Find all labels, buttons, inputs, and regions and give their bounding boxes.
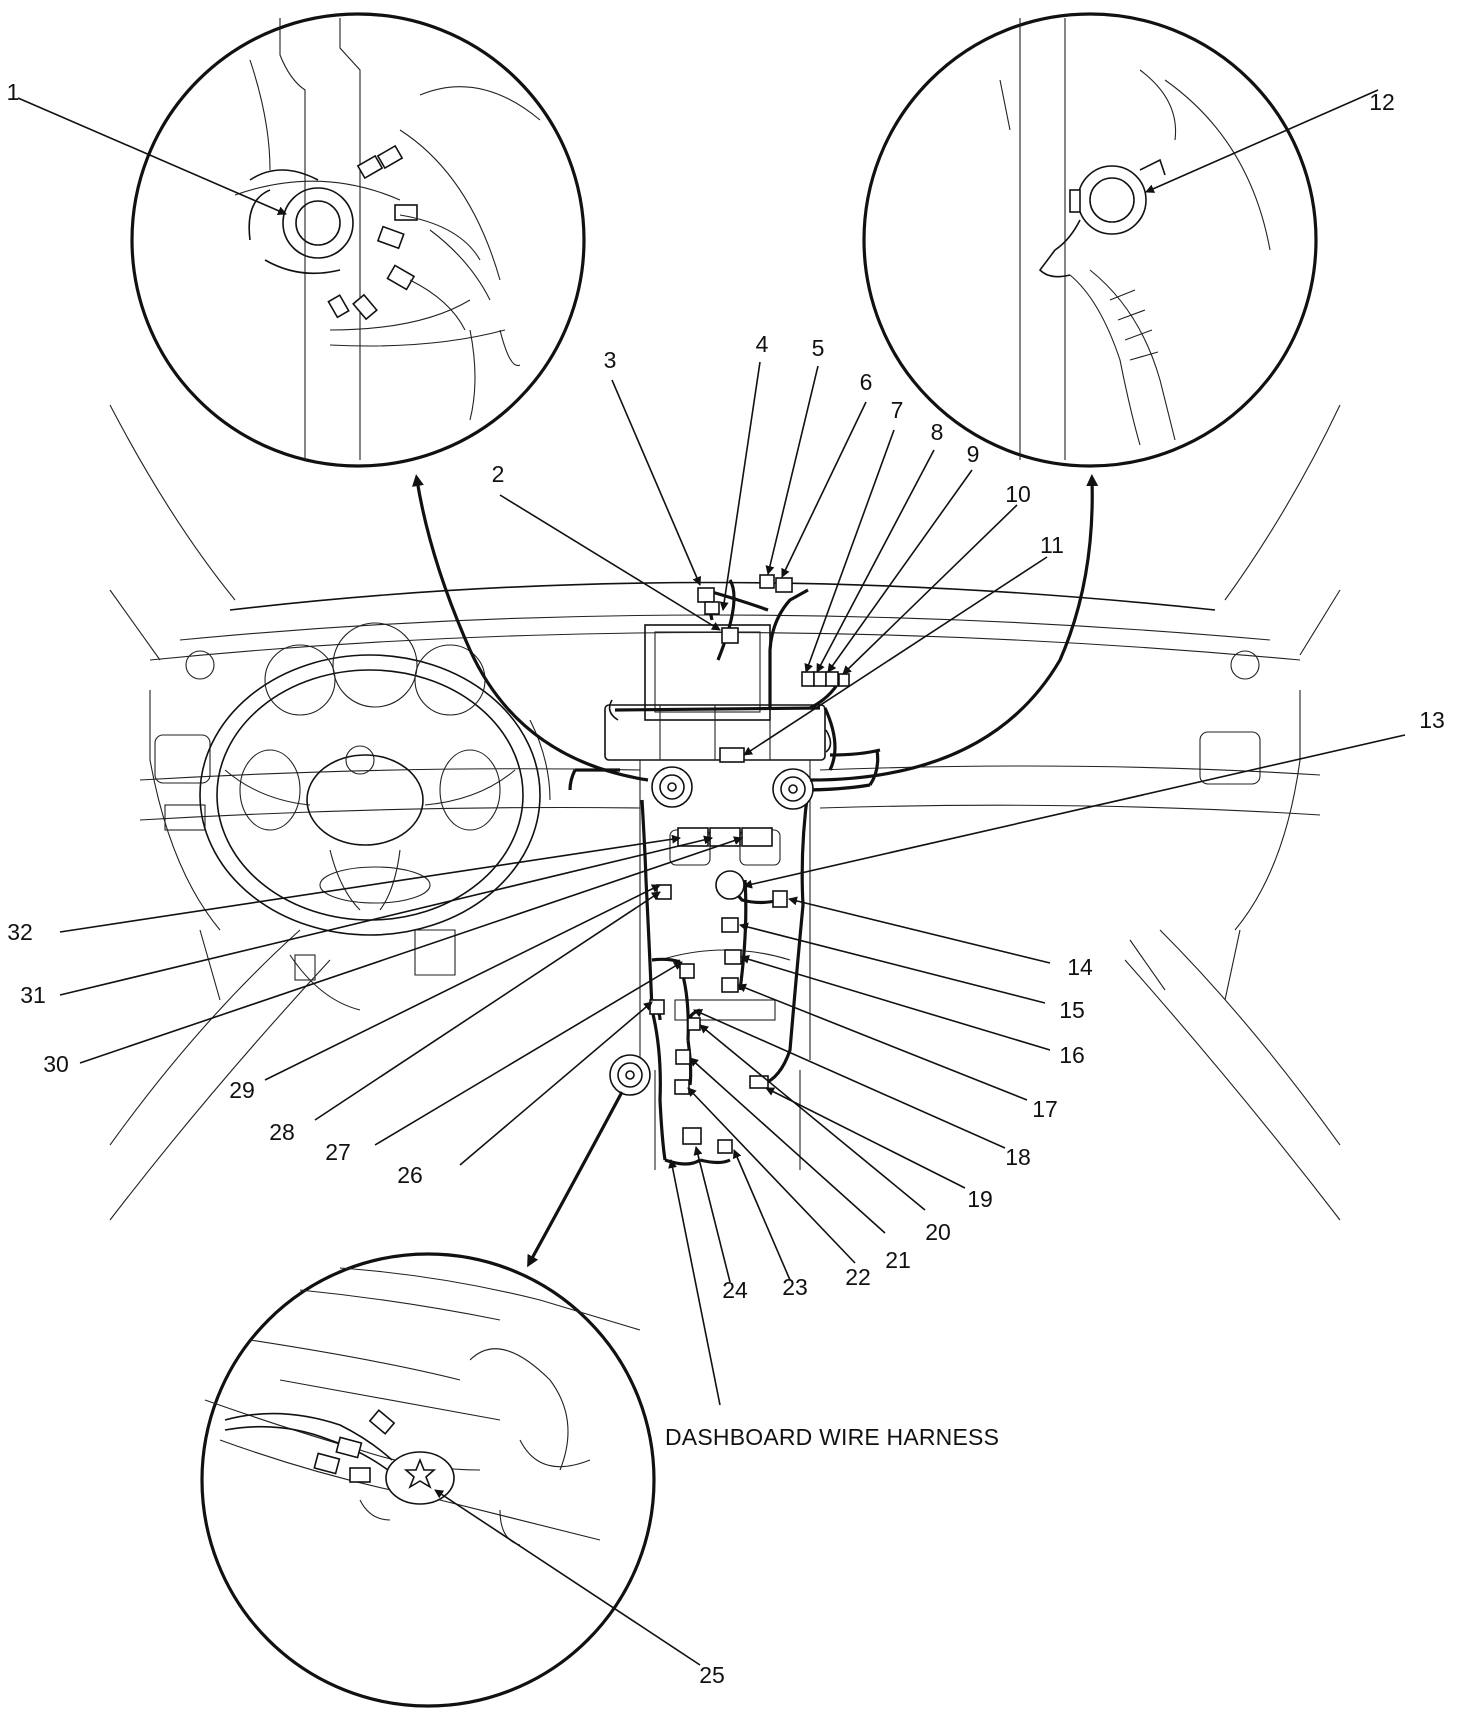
ground-bolt-right	[772, 768, 814, 810]
leader-lines	[17, 89, 1406, 1666]
callout-15: 15	[1059, 997, 1085, 1023]
callout-27: 27	[325, 1139, 351, 1165]
harness-caption: DASHBOARD WIRE HARNESS	[665, 1424, 999, 1450]
callout-3: 3	[604, 347, 617, 373]
callout-30: 30	[43, 1051, 69, 1077]
callout-31: 31	[20, 982, 46, 1008]
callout-17: 17	[1032, 1096, 1058, 1122]
steering-wheel	[199, 622, 551, 936]
callout-14: 14	[1067, 954, 1093, 980]
callout-20: 20	[925, 1219, 951, 1245]
callout-5: 5	[812, 335, 825, 361]
arrow-to-detail-25	[527, 1091, 624, 1268]
callout-4: 4	[756, 331, 769, 357]
callout-13: 13	[1419, 707, 1445, 733]
ground-bolt-lower	[609, 1054, 651, 1096]
callout-19: 19	[967, 1186, 993, 1212]
callout-12: 12	[1369, 89, 1395, 115]
callout-16: 16	[1059, 1042, 1085, 1068]
arrow-to-detail-12	[809, 474, 1099, 782]
detail-view-ground-1	[130, 12, 586, 468]
callout-1: 1	[7, 79, 20, 105]
callout-18: 18	[1005, 1144, 1031, 1170]
callout-21: 21	[885, 1247, 911, 1273]
callout-11: 11	[1040, 532, 1064, 558]
callout-22: 22	[845, 1264, 871, 1290]
ground-bolt-left	[651, 766, 693, 808]
callout-7: 7	[891, 397, 904, 423]
callout-28: 28	[269, 1119, 295, 1145]
callout-25: 25	[699, 1662, 725, 1688]
detail-view-ground-12	[862, 12, 1318, 468]
detail-view-ground-25	[200, 1252, 656, 1708]
callout-32: 32	[7, 919, 33, 945]
arrow-to-detail-1	[412, 474, 649, 782]
callout-9: 9	[967, 441, 980, 467]
callout-26: 26	[397, 1162, 423, 1188]
callout-24: 24	[722, 1277, 748, 1303]
callout-29: 29	[229, 1077, 255, 1103]
callout-2: 2	[492, 461, 505, 487]
connectors	[609, 574, 850, 1154]
callout-23: 23	[782, 1274, 808, 1300]
callout-10: 10	[1005, 481, 1031, 507]
callout-6: 6	[860, 369, 873, 395]
callout-8: 8	[931, 419, 944, 445]
